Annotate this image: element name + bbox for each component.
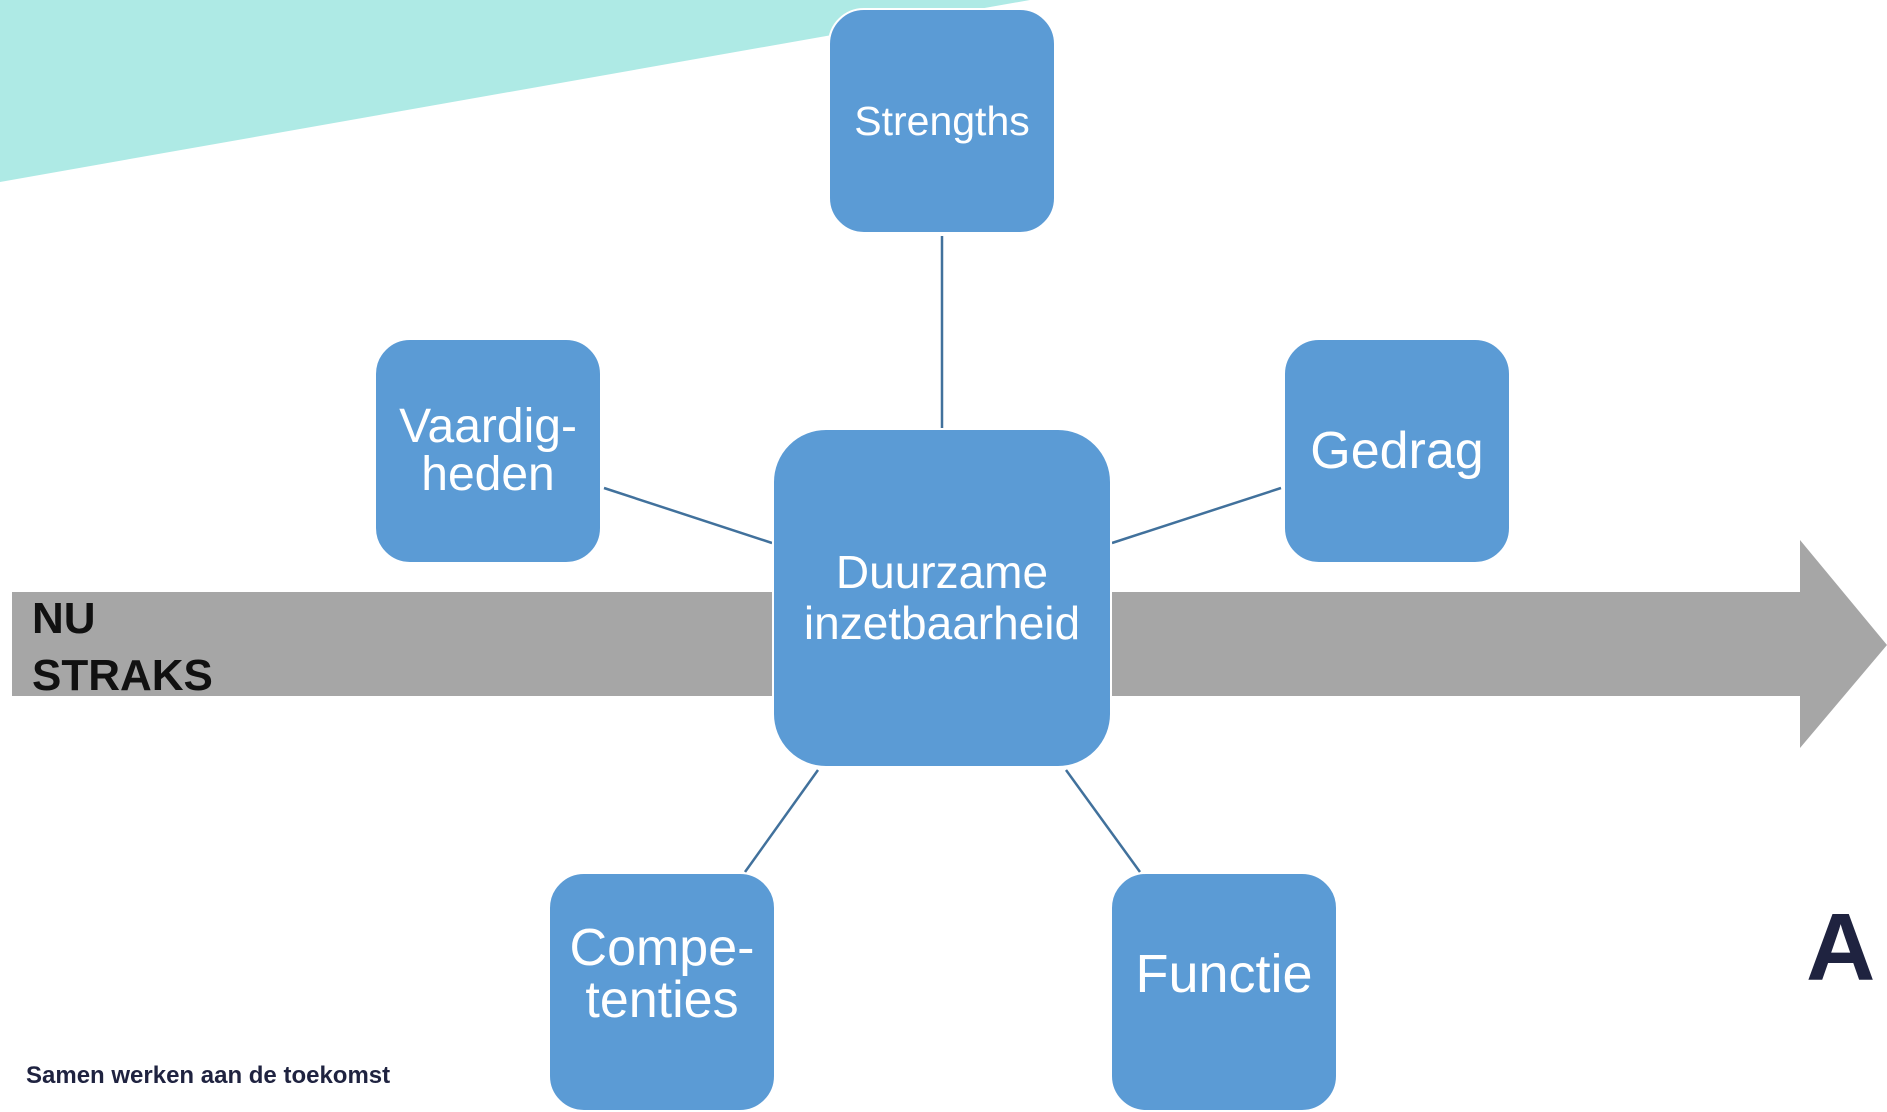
node-competenties: Compe- tenties bbox=[548, 872, 776, 1112]
node-center-line-2: inzetbaarheid bbox=[803, 597, 1081, 649]
brand-logo: A bbox=[1806, 894, 1876, 1001]
connector-competenties bbox=[743, 769, 820, 873]
connector-functie bbox=[1064, 769, 1142, 873]
node-gedrag-label: Gedrag bbox=[1310, 422, 1484, 480]
node-functie-label: Functie bbox=[1135, 944, 1313, 1004]
teal-accent-band bbox=[0, 0, 1030, 182]
node-vaardigheden-line-1: Vaardig- bbox=[399, 400, 577, 453]
node-gedrag: Gedrag bbox=[1283, 338, 1511, 564]
connector-gedrag bbox=[1111, 486, 1282, 545]
footer-tagline: Samen werken aan de toekomst bbox=[26, 1062, 391, 1089]
node-center-line-1: Duurzame bbox=[835, 546, 1049, 599]
node-competenties-line-1: Compe- bbox=[569, 919, 755, 977]
node-functie: Functie bbox=[1110, 872, 1338, 1112]
timeline-label-now: NU bbox=[32, 594, 96, 643]
node-strengths: Strengths bbox=[828, 8, 1056, 234]
node-strengths-label: Strengths bbox=[854, 97, 1030, 144]
node-center-duurzame-inzetbaarheid: Duurzame inzetbaarheid bbox=[772, 428, 1112, 768]
node-vaardigheden: Vaardig- heden bbox=[374, 338, 602, 564]
node-vaardigheden-line-2: heden bbox=[421, 448, 555, 501]
timeline-label-later: STRAKS bbox=[32, 651, 213, 700]
node-competenties-line-2: tenties bbox=[585, 971, 739, 1029]
connector-vaardigheden bbox=[603, 486, 773, 545]
